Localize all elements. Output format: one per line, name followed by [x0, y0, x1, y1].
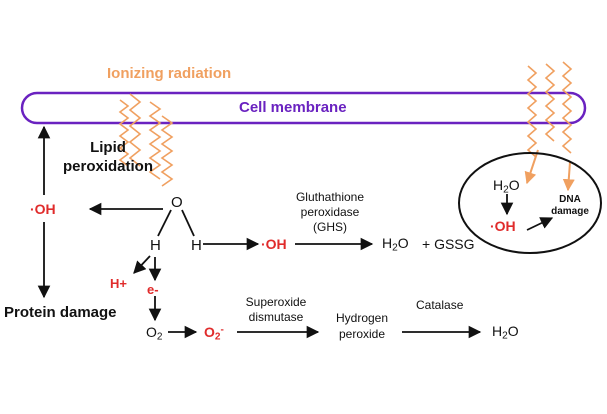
h2o-right-sub: 2	[502, 330, 508, 342]
superoxide-superscript: -	[220, 324, 224, 336]
o2-subscript: 2	[156, 331, 163, 343]
oxygen-molecule: O2	[146, 324, 163, 342]
h2o-mid-o: O	[397, 235, 409, 251]
arrow-h-to-hplus	[133, 255, 151, 274]
water-hydrogen-left: H	[150, 237, 161, 254]
nucleus-h2o-h: H	[493, 177, 504, 193]
dna-damage-label: DNA damage	[551, 194, 589, 217]
cell-membrane-shape	[20, 91, 587, 125]
bond-o-h-left	[157, 209, 172, 237]
arrow-nucleus-oh-to-dna	[526, 217, 554, 231]
superoxide-base: O	[204, 324, 215, 340]
h2o-mid-h: H	[382, 235, 393, 251]
h2o-mid-sub: 2	[392, 242, 398, 254]
hydrogen-peroxide-label: Hydrogen peroxide	[335, 311, 389, 341]
oh-radical-middle: ·OH	[261, 236, 287, 252]
radiation-arrow-1	[524, 149, 539, 185]
ionizing-radiation-label: Ionizing radiation	[107, 65, 232, 82]
water-product-middle: H2O	[382, 235, 409, 253]
lipid-peroxidation-label: Lipid peroxidation	[62, 139, 153, 175]
water-product-right: H2O	[492, 323, 519, 341]
h2o-right-o: O	[507, 323, 519, 339]
radiation-waves-right	[526, 61, 573, 158]
superoxide-subscript: 2	[214, 331, 221, 343]
nucleus-shape	[458, 152, 602, 254]
oh-radical-left: ·OH	[30, 201, 56, 217]
bond-o-h-right	[181, 209, 195, 237]
h-plus-label: H+	[110, 276, 127, 291]
nucleus-oh-radical: ·OH	[490, 218, 516, 234]
radiation-arrow-2	[562, 161, 575, 192]
nucleus-h2o-sub: 2	[503, 184, 509, 196]
water-oxygen: O	[171, 194, 183, 211]
water-hydrogen-right: H	[191, 237, 202, 254]
glutathione-peroxidase-label: Gluthathione peroxidase (GHS)	[295, 190, 365, 234]
h2o-right-h: H	[492, 323, 503, 339]
radiation-waves-left	[118, 93, 174, 187]
electron-label: e-	[147, 282, 159, 297]
catalase-label: Catalase	[416, 298, 464, 312]
o2-base: O	[146, 324, 157, 340]
nucleus-h2o-o: O	[508, 177, 520, 193]
protein-damage-label: Protein damage	[4, 304, 117, 321]
cell-membrane-label: Cell membrane	[239, 99, 347, 116]
nucleus-water: H2O	[493, 177, 520, 195]
superoxide-label: O2-	[204, 324, 224, 342]
gssg-label: + GSSG	[422, 236, 475, 252]
superoxide-dismutase-label: Superoxide dismutase	[245, 295, 307, 324]
